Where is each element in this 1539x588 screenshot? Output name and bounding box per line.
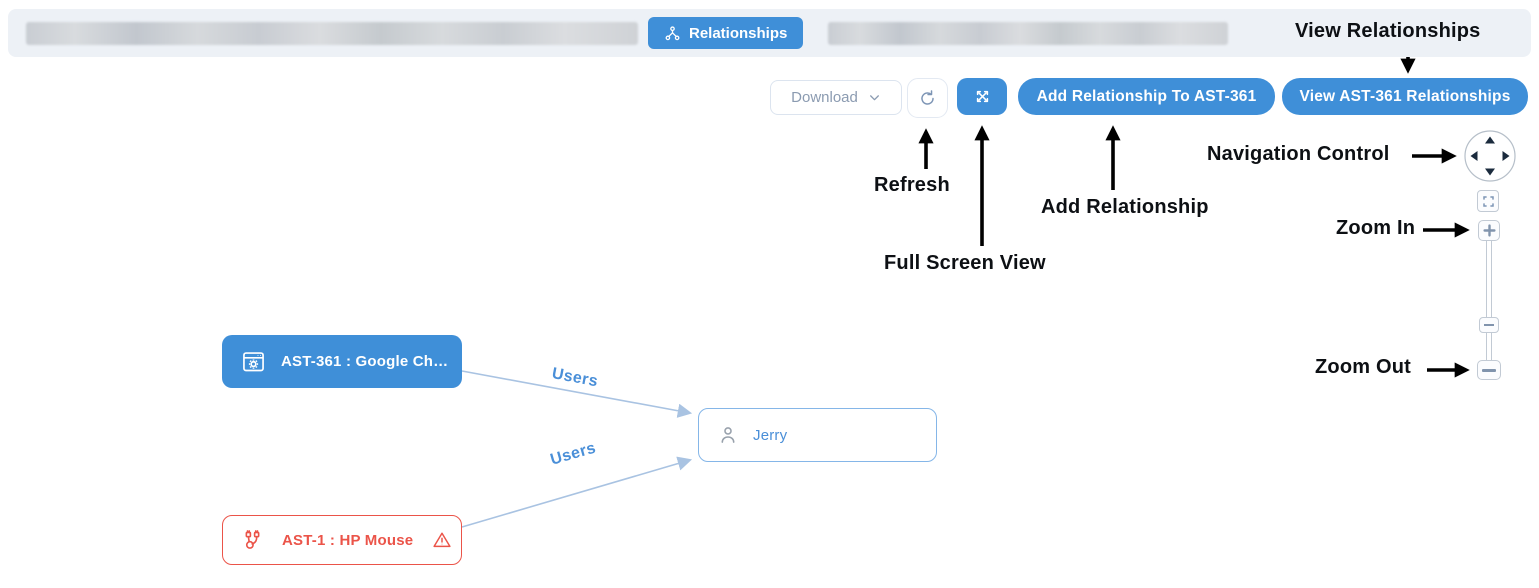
graph-node-jerry[interactable]: Jerry [698, 408, 937, 462]
app-window-gear-icon [240, 348, 267, 375]
edge-label-users-2: Users [548, 439, 598, 469]
plug-dongle-icon [241, 529, 264, 552]
chevron-down-icon [868, 91, 881, 104]
zoom-out-button[interactable] [1477, 360, 1501, 380]
relationships-icon [664, 25, 681, 42]
node-label: AST-1 : HP Mouse [282, 531, 414, 549]
refresh-button[interactable] [907, 78, 948, 118]
annotation-refresh: Refresh [874, 174, 950, 196]
fit-view-button[interactable] [1477, 190, 1499, 212]
annotation-zoom-in: Zoom In [1336, 217, 1416, 239]
tab-relationships[interactable]: Relationships [648, 17, 804, 49]
graph-node-ast361[interactable]: AST-361 : Google Ch… [222, 335, 462, 388]
edge-label-users-1: Users [550, 365, 600, 391]
annotation-zoom-out: Zoom Out [1315, 356, 1412, 378]
warning-triangle-icon [431, 529, 453, 551]
top-tab-bar: Relationships [8, 9, 1531, 57]
graph-node-ast1[interactable]: AST-1 : HP Mouse [222, 515, 462, 565]
annotation-navigation-control: Navigation Control [1207, 143, 1390, 165]
node-label: Jerry [753, 426, 788, 444]
download-label: Download [791, 89, 858, 106]
graph-edge-ast1-jerry [461, 456, 693, 528]
add-relationship-button[interactable]: Add Relationship To AST-361 [1018, 78, 1275, 115]
annotation-view-relationships: View Relationships [1295, 20, 1481, 42]
directional-pad-icon [1464, 130, 1516, 182]
minus-icon [1482, 368, 1496, 372]
navigation-control[interactable] [1464, 130, 1516, 182]
node-label: AST-361 : Google Ch… [281, 353, 449, 370]
zoom-slider-track[interactable] [1486, 241, 1492, 363]
view-relationships-button[interactable]: View AST-361 Relationships [1282, 78, 1528, 115]
fit-screen-icon [1481, 194, 1496, 209]
refresh-icon [917, 88, 938, 109]
download-dropdown[interactable]: Download [770, 80, 902, 115]
blurred-tabs-left [26, 22, 638, 45]
full-screen-button[interactable] [957, 78, 1007, 115]
tab-relationships-label: Relationships [689, 24, 788, 42]
zoom-in-button[interactable] [1478, 220, 1500, 241]
annotation-add-relationship: Add Relationship [1041, 196, 1209, 218]
slider-handle-mark [1484, 324, 1494, 326]
person-icon [717, 424, 739, 446]
annotation-full-screen-view: Full Screen View [884, 252, 1046, 274]
blurred-tabs-right [828, 22, 1228, 45]
expand-arrows-icon [973, 87, 992, 106]
plus-icon [1482, 223, 1497, 238]
zoom-slider-handle[interactable] [1479, 317, 1499, 333]
